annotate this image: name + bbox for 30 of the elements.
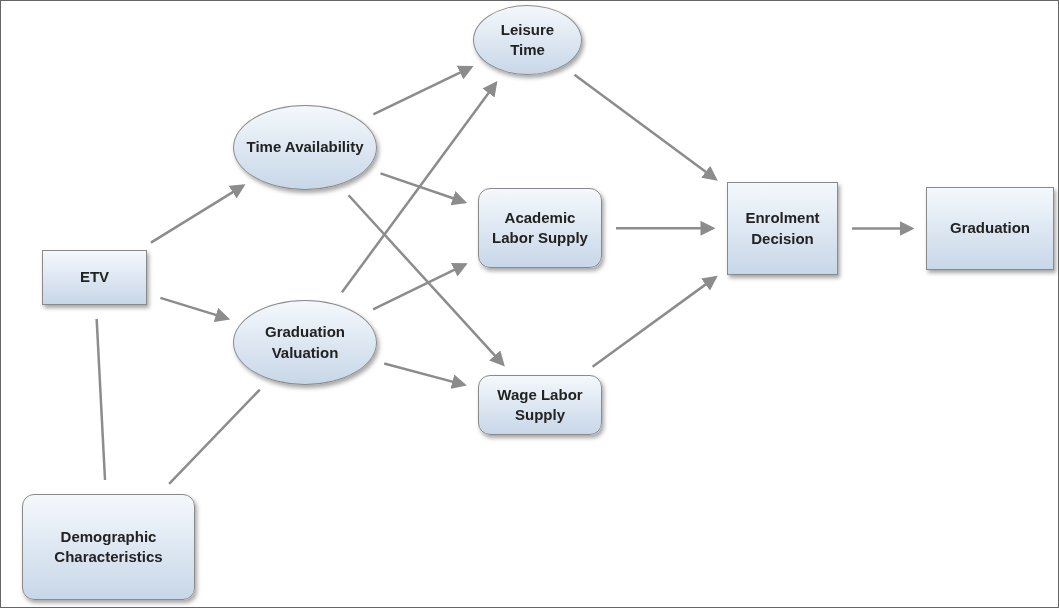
arrow (573, 73, 718, 181)
connector-line (168, 388, 261, 485)
node-label: Leisure Time (499, 19, 556, 60)
ellipse-node (473, 5, 582, 75)
node-label: ETV (79, 267, 110, 288)
process-box (478, 375, 602, 435)
process-box (926, 187, 1054, 270)
node-label: Demographic Characteristics (53, 526, 164, 567)
process-box (42, 250, 147, 305)
node-label: Enrolment Decision (744, 208, 821, 249)
process-box (727, 182, 838, 275)
node-label: Graduation Valuation (264, 322, 346, 363)
arrow (372, 65, 474, 116)
process-box (22, 494, 195, 600)
node-label: Graduation (950, 218, 1030, 239)
arrow (372, 263, 468, 311)
node-label: Time Availability (246, 137, 364, 158)
arrow (591, 275, 718, 368)
arrow (160, 296, 231, 323)
arrow (347, 194, 505, 367)
arrow (852, 221, 915, 236)
arrow (340, 80, 498, 293)
process-box (478, 188, 602, 268)
node-label: Wage Labor Supply (496, 384, 584, 425)
arrow (616, 220, 716, 236)
connector-line (95, 318, 107, 481)
node-label: Academic Labor Supply (491, 207, 589, 248)
arrow (383, 362, 467, 389)
arrow (150, 184, 246, 244)
arrow (380, 172, 468, 206)
